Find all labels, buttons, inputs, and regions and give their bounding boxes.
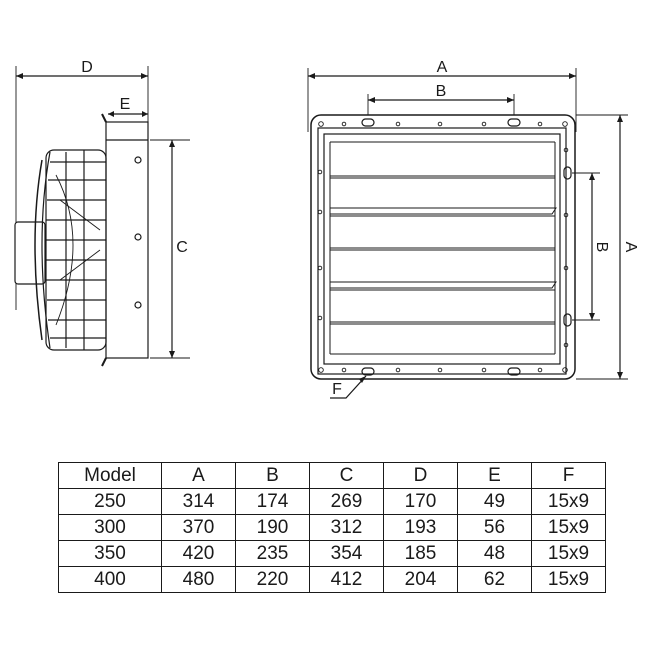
dim-b-top-label: B (436, 83, 447, 100)
cell-b: 174 (235, 488, 310, 515)
cell-c: 412 (309, 566, 384, 593)
side-view (14, 66, 190, 367)
cell-b: 220 (235, 566, 310, 593)
cell-e: 62 (457, 566, 532, 593)
header-d: D (383, 462, 458, 489)
cell-e: 48 (457, 540, 532, 567)
dimension-table: Model A B C D E F 250 314 174 269 170 49… (58, 462, 606, 593)
cell-f: 15x9 (531, 566, 606, 593)
header-b: B (235, 462, 310, 489)
cell-model: 350 (58, 540, 162, 567)
dim-d-label: D (81, 59, 93, 76)
dim-a-side-label: A (622, 242, 639, 253)
table-row: 300 370 190 312 193 56 15x9 (58, 514, 606, 541)
header-e: E (457, 462, 532, 489)
header-model: Model (58, 462, 162, 489)
front-view (307, 68, 628, 399)
cell-d: 170 (383, 488, 458, 515)
cell-b: 190 (235, 514, 310, 541)
cell-c: 354 (309, 540, 384, 567)
cell-d: 185 (383, 540, 458, 567)
cell-model: 400 (58, 566, 162, 593)
cell-a: 370 (161, 514, 236, 541)
cell-model: 300 (58, 514, 162, 541)
cell-a: 480 (161, 566, 236, 593)
table-row: 350 420 235 354 185 48 15x9 (58, 540, 606, 567)
dim-a-top-label: A (437, 59, 448, 76)
dim-e-label: E (120, 96, 131, 113)
cell-model: 250 (58, 488, 162, 515)
cell-c: 312 (309, 514, 384, 541)
cell-c: 269 (309, 488, 384, 515)
table-row: 250 314 174 269 170 49 15x9 (58, 488, 606, 515)
cell-d: 193 (383, 514, 458, 541)
cell-f: 15x9 (531, 514, 606, 541)
dim-c-label: C (176, 239, 188, 256)
cell-b: 235 (235, 540, 310, 567)
header-c: C (309, 462, 384, 489)
header-a: A (161, 462, 236, 489)
technical-drawing: D E C (14, 59, 639, 399)
cell-a: 314 (161, 488, 236, 515)
cell-d: 204 (383, 566, 458, 593)
table-header-row: Model A B C D E F (58, 462, 606, 489)
cell-e: 56 (457, 514, 532, 541)
table-row: 400 480 220 412 204 62 15x9 (58, 566, 606, 593)
dim-b-side-label: B (593, 242, 610, 253)
cell-f: 15x9 (531, 540, 606, 567)
cell-e: 49 (457, 488, 532, 515)
header-f: F (531, 462, 606, 489)
cell-a: 420 (161, 540, 236, 567)
dim-f-label: F (332, 381, 342, 398)
cell-f: 15x9 (531, 488, 606, 515)
